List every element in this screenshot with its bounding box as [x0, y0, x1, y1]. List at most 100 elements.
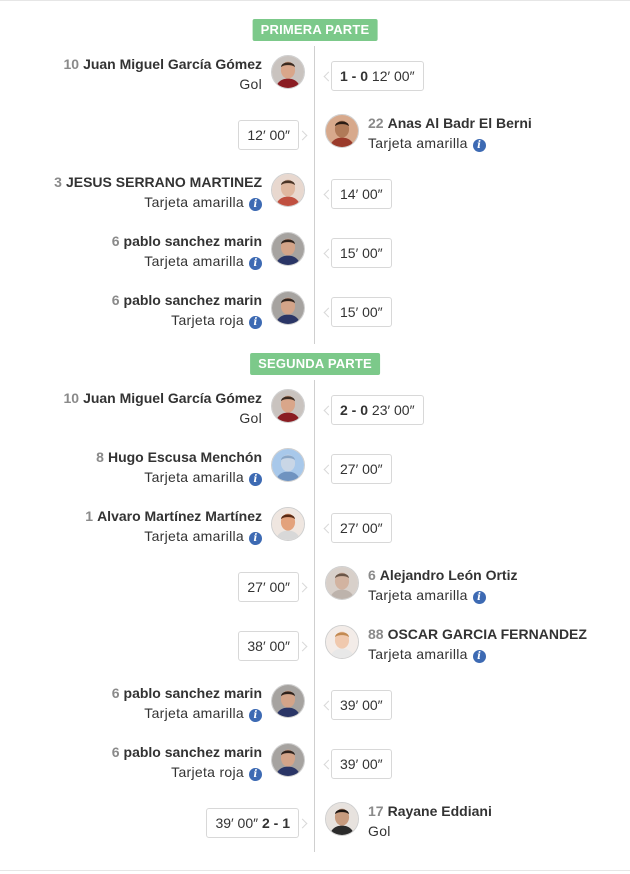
event-type: Gol [63, 408, 262, 428]
info-icon[interactable]: i [249, 257, 262, 270]
player-avatar[interactable] [325, 114, 359, 148]
info-icon[interactable]: i [249, 473, 262, 486]
event-time: 27′ 00″ [238, 572, 299, 602]
section-header: PRIMERA PARTE [0, 19, 630, 43]
event-time: 39′ 00″ [331, 690, 392, 720]
player-avatar[interactable] [325, 802, 359, 836]
timeline-pointer [299, 584, 305, 590]
player-name[interactable]: Hugo Escusa Menchón [107, 449, 262, 465]
event-type-label: Tarjeta amarilla [144, 469, 244, 485]
player-name[interactable]: JESUS SERRANO MARTINEZ [65, 174, 262, 190]
event-time: 27′ 00″ [331, 454, 392, 484]
info-icon[interactable]: i [249, 532, 262, 545]
info-icon[interactable]: i [472, 139, 486, 152]
player-avatar[interactable] [325, 625, 359, 659]
event-type: Tarjeta amarilla i [96, 467, 262, 487]
player-avatar[interactable] [271, 232, 305, 266]
event-type-label: Tarjeta amarilla [368, 646, 468, 662]
section-header: SEGUNDA PARTE [0, 353, 630, 377]
player-name[interactable]: pablo sanchez marin [123, 744, 262, 760]
event-time: 27′ 00″ [331, 513, 392, 543]
player-name[interactable]: OSCAR GARCIA FERNANDEZ [387, 626, 587, 642]
player-avatar[interactable] [271, 173, 305, 207]
player-number: 6 [111, 233, 120, 249]
event-type-label: Tarjeta amarilla [144, 194, 244, 210]
player-avatar[interactable] [271, 389, 305, 423]
player-name[interactable]: pablo sanchez marin [123, 233, 262, 249]
player-number: 8 [96, 449, 104, 465]
player-name[interactable]: Anas Al Badr El Berni [387, 115, 532, 131]
player-number: 6 [111, 744, 120, 760]
bottom-divider [0, 870, 630, 871]
event-type-label: Tarjeta amarilla [368, 587, 468, 603]
player-avatar[interactable] [271, 507, 305, 541]
info-icon[interactable]: i [249, 198, 262, 211]
player-name[interactable]: pablo sanchez marin [123, 292, 262, 308]
player-name[interactable]: Alejandro León Ortiz [379, 567, 518, 583]
info-icon[interactable]: i [472, 650, 486, 663]
player-avatar[interactable] [325, 566, 359, 600]
info-icon[interactable]: i [472, 591, 486, 604]
player-name[interactable]: Alvaro Martínez Martínez [97, 508, 262, 524]
player-number: 3 [54, 174, 62, 190]
player-number: 6 [111, 292, 120, 308]
info-icon[interactable]: i [249, 768, 262, 781]
event-time: 1 - 0 12′ 00″ [331, 61, 424, 91]
player-name[interactable]: Juan Miguel García Gómez [83, 56, 262, 72]
info-icon[interactable]: i [249, 709, 262, 722]
player-avatar[interactable] [271, 743, 305, 777]
info-icon[interactable]: i [249, 316, 262, 329]
player-avatar[interactable] [271, 684, 305, 718]
event-time: 12′ 00″ [238, 120, 299, 150]
player-number: 10 [63, 390, 80, 406]
player-number: 22 [368, 115, 384, 131]
event-minute: 14′ 00″ [340, 186, 383, 202]
player-avatar[interactable] [271, 291, 305, 325]
player-avatar[interactable] [271, 448, 305, 482]
player-avatar[interactable] [271, 55, 305, 89]
event-type-label: Gol [239, 410, 262, 426]
player-name[interactable]: Juan Miguel García Gómez [83, 390, 262, 406]
player-name[interactable]: Rayane Eddiani [387, 803, 492, 819]
event-type-label: Tarjeta amarilla [144, 528, 244, 544]
event-time: 39′ 00″ [331, 749, 392, 779]
event-type: Gol [63, 74, 262, 94]
player-name[interactable]: pablo sanchez marin [123, 685, 262, 701]
event-type: Tarjeta amarilla i [368, 585, 517, 605]
